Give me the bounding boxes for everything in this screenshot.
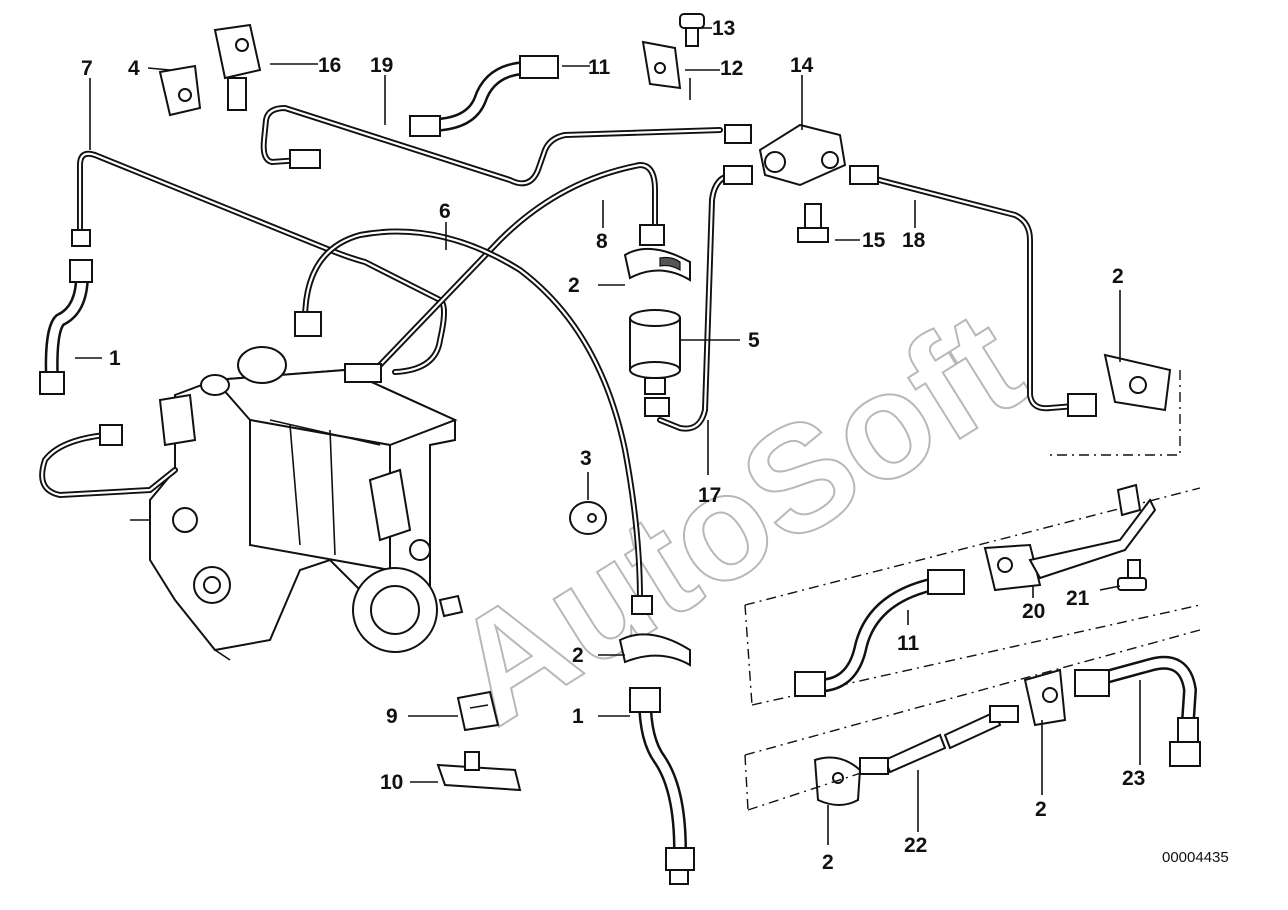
clip-2-e <box>1023 668 1067 727</box>
callout-8: 8 <box>596 230 608 253</box>
hose-22 <box>859 705 1019 775</box>
clip-2-a <box>623 247 691 282</box>
hose-1-upper <box>39 229 93 395</box>
callouts: 7 1 4 16 19 11 13 12 14 6 8 15 18 2 2 5 … <box>81 17 1229 874</box>
callout-10: 10 <box>380 771 403 794</box>
detail-box-b <box>744 629 1201 811</box>
pipe-7 <box>77 150 447 375</box>
callout-13: 13 <box>712 17 735 40</box>
callout-6: 6 <box>439 200 451 223</box>
pipe-6 <box>302 228 643 603</box>
callout-4: 4 <box>128 57 140 80</box>
clip-10 <box>436 751 522 792</box>
bracket-20 <box>983 483 1157 592</box>
callout-15: 15 <box>862 229 886 252</box>
screw-21 <box>1117 559 1147 591</box>
callout-18: 18 <box>902 229 926 252</box>
callout-2-clip-b: 2 <box>572 644 584 667</box>
pipe-8 <box>377 162 658 368</box>
sensor-5 <box>629 309 681 395</box>
grommet-3 <box>569 501 607 535</box>
hose-11-upper <box>409 55 559 137</box>
bolt-15 <box>797 203 829 243</box>
screw-13 <box>679 13 705 47</box>
hose-11-lower <box>794 569 965 697</box>
watermark: AutoSoft <box>424 278 1050 756</box>
clip-2-c <box>1103 353 1172 412</box>
clip-9 <box>456 690 500 732</box>
detail-box-a <box>744 370 1201 706</box>
clip-2-b <box>618 633 691 667</box>
fittings <box>99 124 1097 615</box>
callout-17: 17 <box>698 484 721 507</box>
callout-11-lower: 11 <box>897 632 920 655</box>
callout-2-clip-c: 2 <box>1112 265 1124 288</box>
callout-14: 14 <box>790 54 814 77</box>
pipe-18 <box>857 172 1078 412</box>
diagram-code: 00004435 <box>1162 849 1229 866</box>
t-connector-14 <box>758 123 847 187</box>
callout-5: 5 <box>748 329 760 352</box>
callout-2-clip-e: 2 <box>1035 798 1047 821</box>
callout-16: 16 <box>318 54 341 77</box>
hose-1-lower <box>629 687 695 885</box>
callout-11-upper: 11 <box>588 56 611 79</box>
bracket-12 <box>641 40 682 90</box>
callout-9: 9 <box>386 705 398 728</box>
pipe-left-loop <box>39 432 178 498</box>
callout-2-clip-a: 2 <box>568 274 580 297</box>
hose-23 <box>1074 655 1201 767</box>
leader-lines <box>75 27 1141 845</box>
clip-4 <box>158 64 202 117</box>
callout-21: 21 <box>1066 587 1090 610</box>
pipe-19 <box>260 105 723 187</box>
hydraulic-unit <box>130 346 464 661</box>
callout-23: 23 <box>1122 767 1145 790</box>
callout-2-clip-d: 2 <box>822 851 834 874</box>
callout-19: 19 <box>370 54 393 77</box>
callout-20: 20 <box>1022 600 1045 623</box>
callout-1-upper: 1 <box>109 347 121 370</box>
callout-3: 3 <box>580 447 592 470</box>
pipe-17 <box>657 172 738 432</box>
callout-1-lower: 1 <box>572 705 584 728</box>
clip-16 <box>213 23 262 111</box>
callout-7: 7 <box>81 57 93 80</box>
callout-22: 22 <box>904 834 927 857</box>
callout-12: 12 <box>720 57 743 80</box>
